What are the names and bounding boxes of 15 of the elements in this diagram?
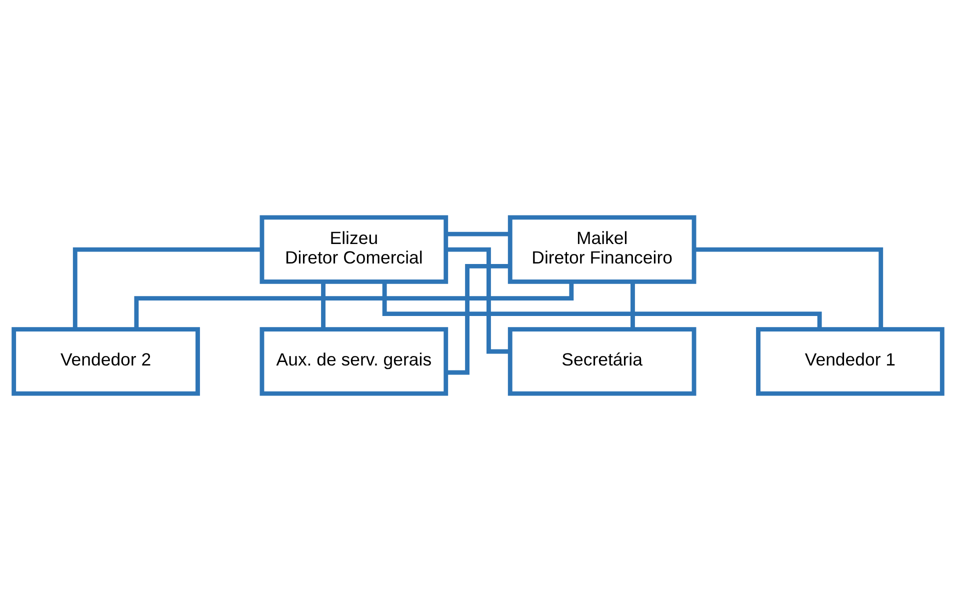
node-box: Vendedor 1 <box>756 327 944 396</box>
connector <box>446 264 510 375</box>
node-box: Vendedor 2 <box>12 327 200 396</box>
connector <box>382 282 822 329</box>
connector <box>446 232 510 236</box>
connector <box>321 282 326 330</box>
connector <box>694 247 884 330</box>
connector <box>446 247 510 354</box>
node-box: Elizeu Diretor Comercial <box>260 215 448 284</box>
node-box: Aux. de serv. gerais <box>260 327 448 396</box>
node-box: Secretária <box>508 327 696 396</box>
node-box: Maikel Diretor Financeiro <box>508 215 696 284</box>
connector <box>630 282 635 330</box>
connector <box>72 247 262 330</box>
connector <box>134 282 574 330</box>
